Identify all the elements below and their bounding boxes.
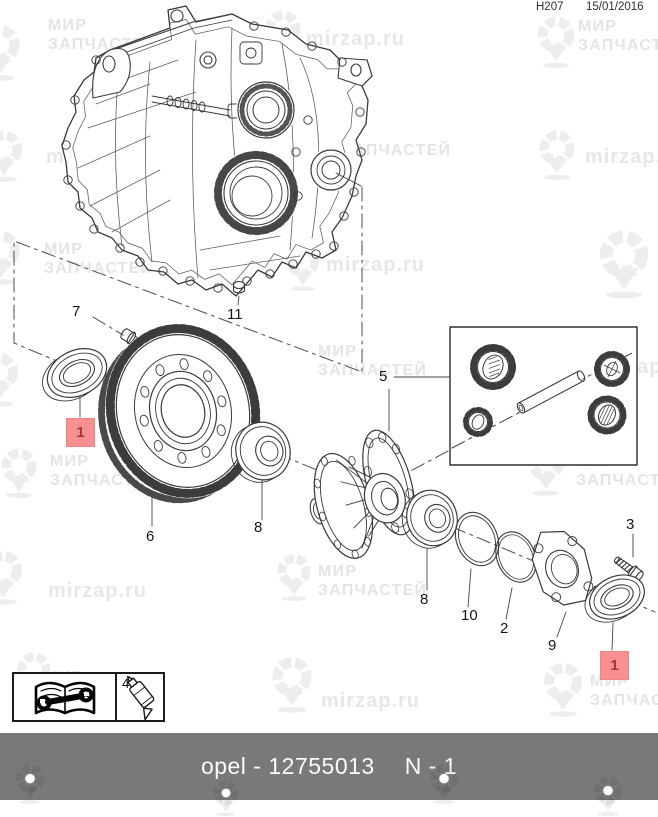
brand-pin-icon [424, 761, 464, 805]
callout-8-left[interactable]: 8 [254, 519, 263, 536]
callout-6[interactable]: 6 [146, 528, 155, 545]
doc-code: H207 [536, 1, 564, 13]
part-8-bearing-right [401, 489, 458, 549]
callout-2[interactable]: 2 [500, 620, 509, 637]
part-1-seal-left [42, 348, 108, 402]
watermark-site: mirzap.ru [585, 146, 658, 168]
watermark-site: mirzap.ru [306, 28, 406, 50]
watermark-site: mirzap.ru [321, 690, 421, 712]
part-5-inset-box [449, 326, 638, 466]
legend-callout-4: 4 [122, 676, 130, 691]
legend-box: 4 [12, 672, 165, 722]
brand-pin-icon [588, 773, 628, 817]
part-2-oring [495, 531, 537, 583]
highlight-part-1-right[interactable]: 1 [600, 651, 629, 680]
callout-8-right[interactable]: 8 [420, 591, 429, 608]
callout-10[interactable]: 10 [461, 607, 478, 624]
callout-11[interactable]: 11 [227, 306, 243, 323]
exploded-diagram-canvas [13, 5, 656, 651]
part-9-retainer [531, 530, 594, 606]
callout-7[interactable]: 7 [72, 303, 81, 320]
brand-pin-icon [10, 761, 50, 805]
differential-carrier-drawing [309, 429, 416, 560]
highlight-part-1-left[interactable]: 1 [66, 418, 95, 447]
part-1-seal-right [584, 574, 645, 623]
footer-bar: opel - 12755013 N - 1 [0, 733, 658, 800]
housing-diff-gear-bore [213, 150, 299, 236]
glue-bottle-icon [126, 676, 155, 722]
watermark-site: mirzap.ru [48, 580, 148, 602]
transmission-housing-drawing [61, 5, 373, 297]
legend-adhesive-cell: 4 [115, 674, 163, 722]
legend-manual-cell [14, 674, 115, 720]
part-10-ring [454, 511, 500, 567]
callout-3[interactable]: 3 [626, 516, 635, 533]
housing-bearing-bore [236, 80, 296, 140]
part-8-bearing-left [230, 421, 291, 483]
housing-output-bore [309, 148, 353, 192]
watermark-site: mirzap.ru [326, 254, 426, 276]
brand-pin-icon [208, 777, 244, 817]
callout-5[interactable]: 5 [379, 368, 388, 385]
parts-catalog-page: { "header": { "doc_code": "H207", "doc_d… [0, 0, 658, 800]
part-6-ring-gear [98, 323, 261, 504]
part-11-plug [232, 280, 246, 294]
doc-date: 15/01/2016 [586, 1, 644, 13]
book-wrench-icon [34, 681, 95, 715]
callout-9[interactable]: 9 [548, 637, 557, 654]
footer-part-number: opel - 12755013 [200, 753, 375, 779]
watermark-brand: ЗАПЧАСТЕЙ [342, 142, 452, 159]
